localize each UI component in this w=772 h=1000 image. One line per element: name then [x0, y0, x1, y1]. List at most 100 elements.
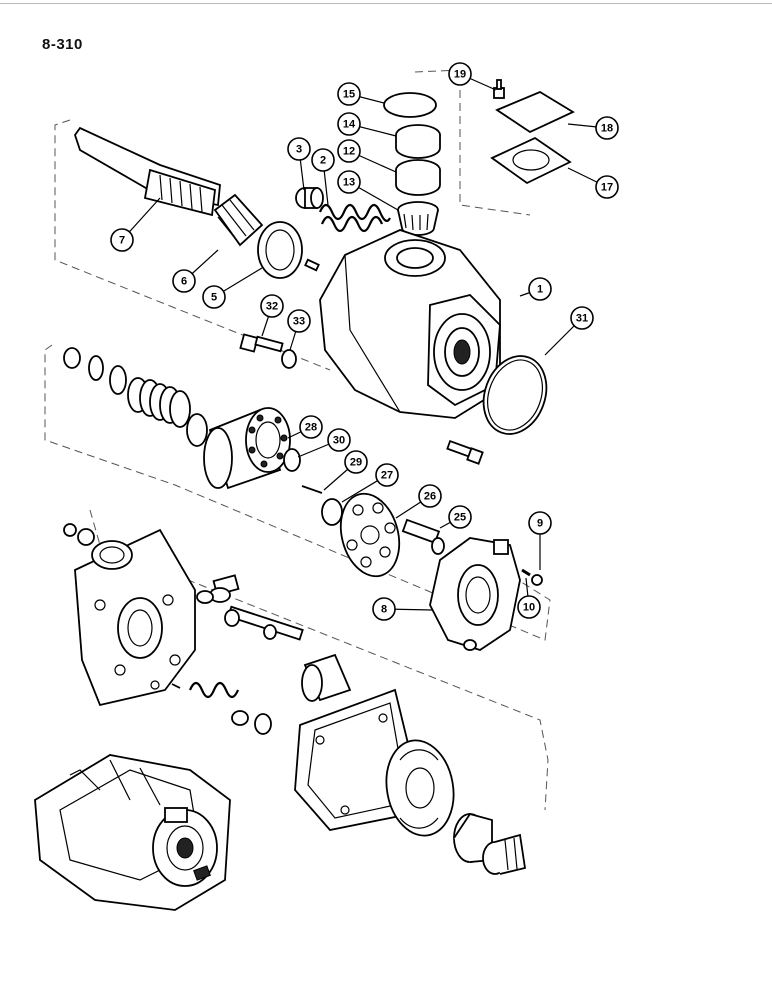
piston	[401, 518, 445, 555]
swashplate	[429, 537, 521, 651]
callout-number: 32	[266, 301, 278, 313]
bearing-cup-14	[395, 124, 441, 159]
pump-housing	[319, 229, 501, 419]
callout-circle	[287, 309, 311, 333]
control-spool	[224, 605, 304, 641]
callout-15: 15	[337, 82, 385, 106]
callout-circle	[311, 148, 335, 172]
relief-plug	[209, 574, 240, 603]
callout-number: 28	[305, 422, 317, 434]
callout-circle	[337, 170, 361, 194]
o-ring-upper	[383, 92, 437, 118]
fitting	[493, 79, 505, 99]
callout-28: 28	[287, 415, 323, 439]
callout-number: 27	[381, 470, 393, 482]
small-o-ring	[63, 523, 77, 537]
callout-13: 13	[337, 170, 399, 211]
callout-circle	[110, 228, 134, 252]
callout-circle	[448, 505, 472, 529]
callout-number: 30	[333, 435, 345, 447]
callout-circle	[287, 137, 311, 161]
assembly-dashed-lines	[44, 69, 551, 811]
bearing-cone-13	[397, 201, 439, 236]
callout-9: 9	[528, 511, 552, 570]
rear-bearing-cone	[482, 833, 527, 875]
callout-3: 3	[287, 137, 311, 191]
o-ring-large	[482, 355, 548, 435]
bearing-cup	[257, 221, 303, 279]
drive-shaft	[74, 126, 221, 217]
retainer-plate	[339, 492, 401, 578]
callout-circle	[375, 463, 399, 487]
callout-2: 2	[311, 148, 335, 206]
callout-circle	[337, 82, 361, 106]
callout-number: 13	[343, 177, 355, 189]
callout-number: 1	[537, 284, 543, 296]
pin	[301, 485, 323, 494]
callout-number: 31	[576, 313, 588, 325]
callout-number: 3	[296, 144, 302, 156]
callout-32: 32	[260, 294, 284, 337]
callout-number: 8	[381, 604, 387, 616]
cover-plate	[495, 90, 575, 134]
callout-number: 15	[343, 89, 355, 101]
callout-18: 18	[567, 116, 619, 140]
callout-number: 6	[181, 276, 187, 288]
callout-number: 5	[211, 292, 217, 304]
callout-26: 26	[395, 484, 442, 519]
o-ring-large-inner	[487, 359, 543, 431]
housing-bolt	[446, 439, 484, 465]
plug	[295, 187, 324, 209]
end-cover	[74, 528, 196, 707]
callout-circle	[570, 306, 594, 330]
callout-1: 1	[519, 277, 552, 301]
guide	[321, 498, 343, 526]
spring-stack	[63, 347, 208, 447]
callout-circle	[517, 595, 541, 619]
dowel	[521, 568, 531, 577]
callout-10: 10	[517, 577, 541, 619]
relief-o-ring	[196, 590, 214, 604]
callout-8: 8	[372, 597, 433, 621]
callout-circle	[337, 112, 361, 136]
valve-spring	[171, 681, 240, 699]
callout-27: 27	[341, 463, 399, 503]
callout-number: 12	[343, 146, 355, 158]
small-fitting	[77, 528, 95, 546]
callout-circle	[260, 294, 284, 318]
valve-washer	[254, 713, 272, 735]
callout-number: 10	[523, 602, 535, 614]
callout-number: 29	[350, 457, 362, 469]
bearing-cone	[213, 193, 264, 247]
callout-number: 26	[424, 491, 436, 503]
callout-circle	[172, 269, 196, 293]
callout-circle	[372, 597, 396, 621]
callout-circle	[344, 450, 368, 474]
washer	[281, 349, 297, 369]
callout-number: 19	[454, 69, 466, 81]
callout-number: 33	[293, 316, 305, 328]
callout-number: 9	[537, 518, 543, 530]
callout-30: 30	[297, 428, 351, 458]
callout-29: 29	[323, 450, 368, 491]
sleeve	[301, 653, 352, 702]
callout-layer: 1235678910121314151718192526272829303132…	[110, 62, 619, 621]
callout-14: 14	[337, 112, 397, 137]
retaining-ring	[283, 448, 301, 472]
callout-circle	[595, 116, 619, 140]
callout-circle	[448, 62, 472, 86]
port-plate	[385, 739, 455, 837]
callout-circle	[595, 175, 619, 199]
callout-33: 33	[287, 309, 311, 351]
callout-19: 19	[448, 62, 497, 91]
cylinder-barrel	[203, 407, 291, 490]
callout-circle	[299, 415, 323, 439]
callout-17: 17	[567, 167, 619, 199]
callout-number: 7	[119, 235, 125, 247]
callout-number: 14	[343, 119, 356, 131]
callout-25: 25	[439, 505, 472, 529]
valve-seat	[231, 710, 249, 726]
callout-circle	[337, 139, 361, 163]
callout-6: 6	[172, 249, 219, 293]
